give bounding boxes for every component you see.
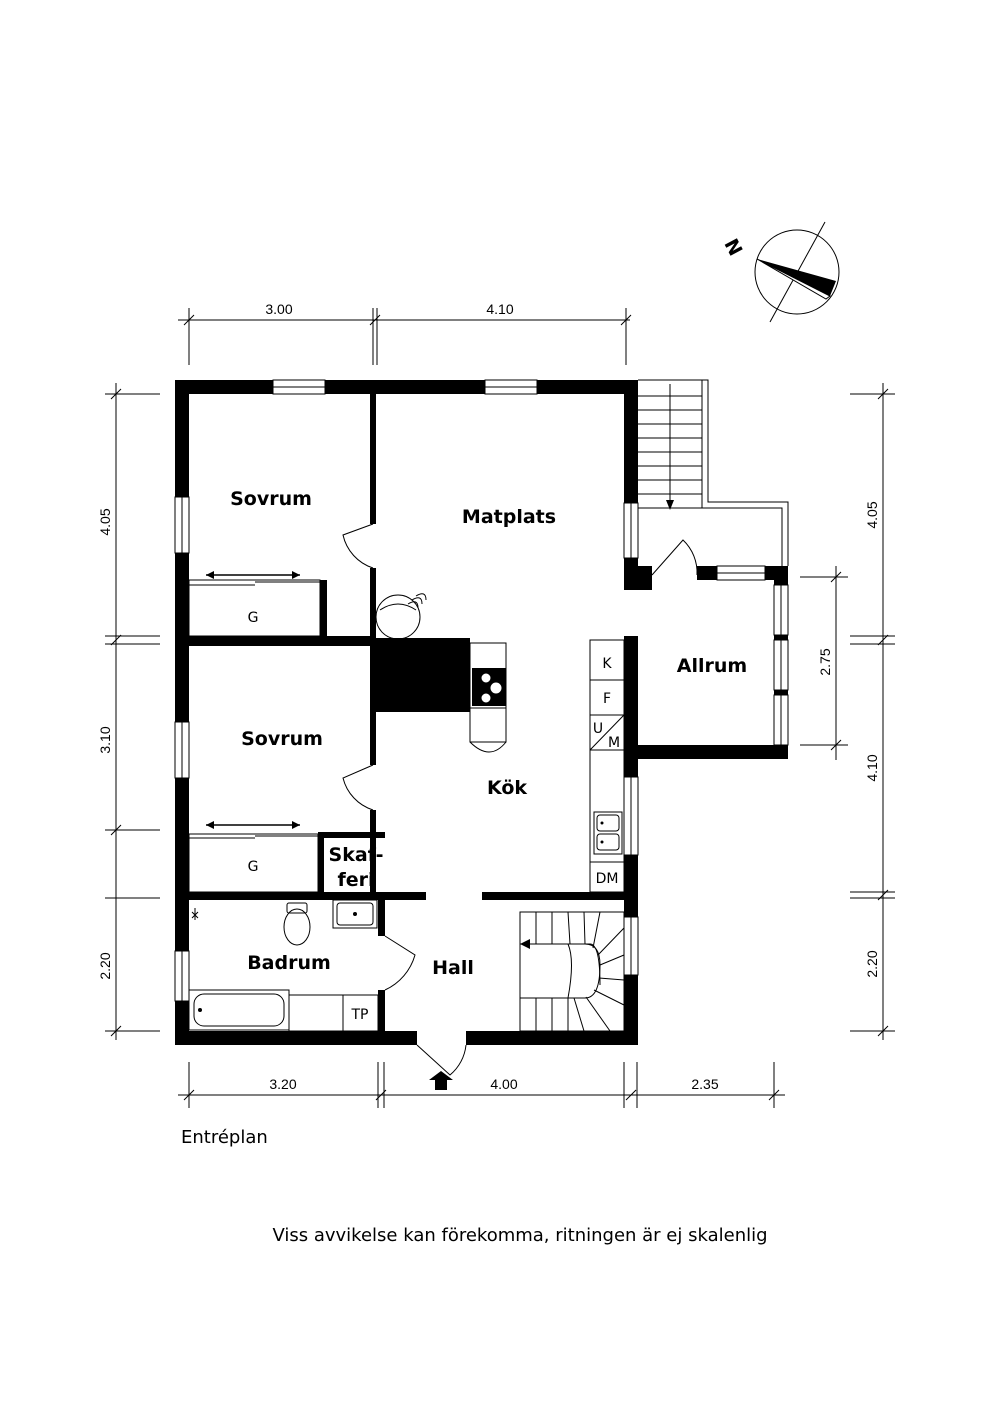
- dim-bottom-mid: 4.00: [490, 1076, 517, 1092]
- dim-right-top: 4.05: [864, 501, 880, 528]
- room-matplats: Matplats: [462, 506, 556, 528]
- room-hall: Hall: [432, 957, 474, 979]
- microwave-label: M: [608, 735, 620, 751]
- dim-left-bottom: 2.20: [97, 952, 113, 979]
- dim-right-bottom: 2.20: [864, 950, 880, 977]
- room-kok: Kök: [487, 777, 527, 799]
- dim-right-mid: 4.10: [864, 754, 880, 781]
- dim-top-right: 4.10: [486, 301, 513, 317]
- dim-allrum-height: 2.75: [817, 648, 833, 675]
- dim-bottom-left: 3.20: [269, 1076, 296, 1092]
- closet-mid-label: G: [248, 859, 259, 875]
- compass-north-label: N: [719, 235, 746, 259]
- doors: [342, 523, 698, 1090]
- dim-top-left: 3.00: [265, 301, 292, 317]
- room-skafferi-1: Skaf-: [329, 844, 384, 866]
- indoor-stair: [519, 911, 625, 1032]
- plan-name: Entréplan: [181, 1127, 268, 1148]
- dim-bottom-right: 2.35: [691, 1076, 718, 1092]
- dishwasher-label: DM: [596, 871, 619, 887]
- dim-left-top: 4.05: [97, 508, 113, 535]
- room-skafferi-2: feri: [337, 869, 374, 891]
- bathroom-fixtures: TP: [188, 899, 379, 1032]
- kitchen-fixtures: K F U M DM: [375, 593, 625, 893]
- laundry-label: TP: [351, 1007, 369, 1023]
- closets: G G: [188, 571, 321, 893]
- room-sovrum-mid: Sovrum: [241, 728, 323, 750]
- room-badrum: Badrum: [247, 952, 331, 974]
- closet-top-label: G: [248, 610, 259, 626]
- dimension-lines: 3.00 4.10 3.20 4.00 2.35 4.05 3.10 2.20: [97, 301, 895, 1108]
- disclaimer: Viss avvikelse kan förekomma, ritningen …: [272, 1225, 767, 1246]
- compass: N: [719, 221, 840, 323]
- room-sovrum-top: Sovrum: [230, 488, 312, 510]
- dim-left-mid: 3.10: [97, 726, 113, 753]
- outdoor-stair: [638, 379, 789, 566]
- room-allrum: Allrum: [677, 655, 747, 677]
- room-labels: Sovrum Matplats Allrum Sovrum Kök Skaf- …: [230, 488, 747, 979]
- oven-label: U: [593, 721, 603, 737]
- fridge-label: K: [602, 656, 612, 672]
- freezer-label: F: [603, 691, 611, 707]
